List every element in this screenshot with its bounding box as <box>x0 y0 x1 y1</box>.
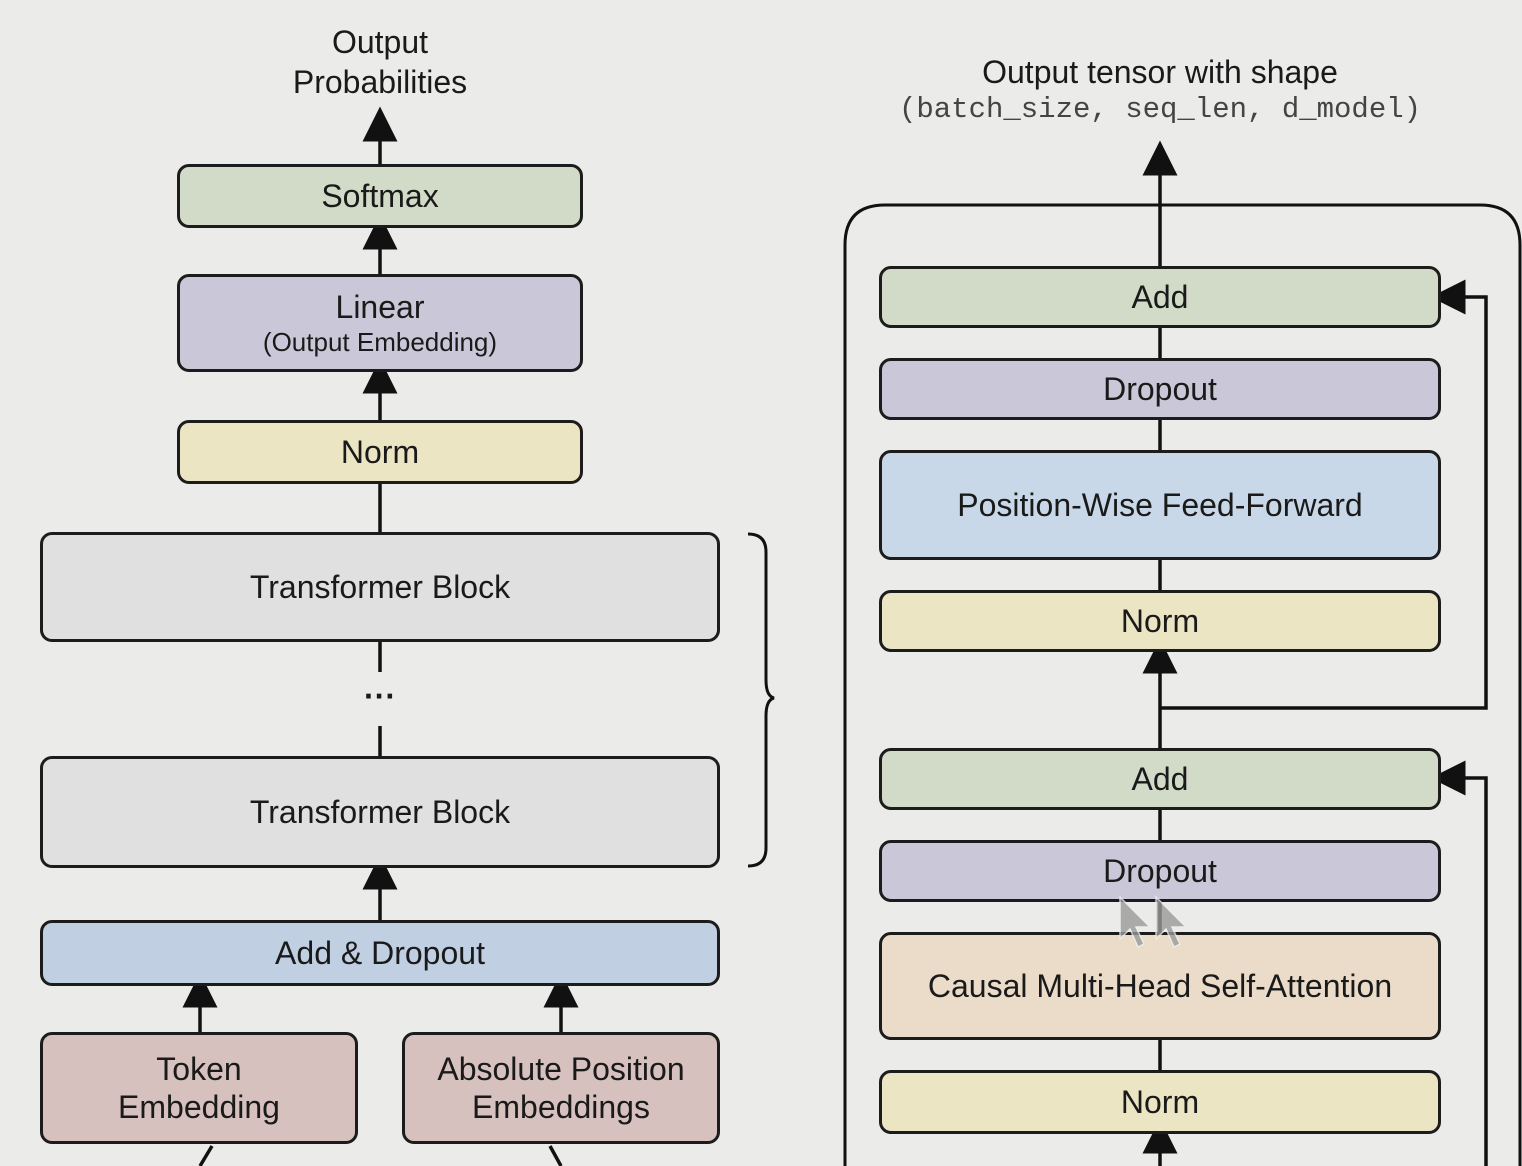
output-tensor-label: Output tensor with shape (batch_size, se… <box>850 52 1470 128</box>
dropout-label: Dropout <box>1103 852 1217 889</box>
add-dropout-label: Add & Dropout <box>275 934 485 971</box>
dropout-box-top[interactable]: Dropout <box>879 358 1441 420</box>
output-tensor-title: Output tensor with shape <box>982 54 1338 90</box>
add-label: Add <box>1131 760 1189 797</box>
attention-label: Causal Multi-Head Self-Attention <box>927 967 1393 1004</box>
dropout-label: Dropout <box>1103 370 1217 407</box>
position-embeddings-box[interactable]: Absolute Position Embeddings <box>402 1032 720 1144</box>
position-embeddings-line2: Embeddings <box>472 1089 650 1125</box>
block-container <box>843 203 1522 1166</box>
add-box-top[interactable]: Add <box>879 266 1441 328</box>
softmax-label: Softmax <box>321 177 439 214</box>
output-label-line1: Output <box>331 24 429 60</box>
add-box-bottom[interactable]: Add <box>879 748 1441 810</box>
add-dropout-box[interactable]: Add & Dropout <box>40 920 720 986</box>
linear-box[interactable]: Linear (Output Embedding) <box>177 274 583 372</box>
output-probabilities-label: Output Probabilities <box>230 22 530 102</box>
token-embedding-line2: Embedding <box>118 1089 280 1125</box>
output-label-line2: Probabilities <box>292 64 468 100</box>
transformer-block-top[interactable]: Transformer Block <box>40 532 720 642</box>
token-embedding-line1: Token <box>156 1050 242 1087</box>
norm-box-top[interactable]: Norm <box>879 590 1441 652</box>
input-token-line <box>198 1145 214 1166</box>
ellipsis: ··· <box>364 678 396 714</box>
norm-box-bottom[interactable]: Norm <box>879 1070 1441 1134</box>
residual-top <box>1160 279 1488 710</box>
feed-forward-box[interactable]: Position-Wise Feed-Forward <box>879 450 1441 560</box>
dropout-box-bottom[interactable]: Dropout <box>879 840 1441 902</box>
norm-label: Norm <box>340 433 420 470</box>
transformer-block-bottom[interactable]: Transformer Block <box>40 756 720 868</box>
add-label: Add <box>1131 278 1189 315</box>
position-embeddings-line1: Absolute Position <box>437 1050 685 1087</box>
output-tensor-shape: (batch_size, seq_len, d_model) <box>898 93 1422 126</box>
norm-label: Norm <box>1120 1083 1200 1120</box>
attention-box[interactable]: Causal Multi-Head Self-Attention <box>879 932 1441 1040</box>
softmax-box[interactable]: Softmax <box>177 164 583 228</box>
linear-label: Linear <box>335 289 425 326</box>
brace <box>747 532 775 868</box>
norm-label: Norm <box>1120 602 1200 639</box>
linear-sublabel: (Output Embedding) <box>262 326 498 357</box>
transformer-block-label: Transformer Block <box>249 793 511 830</box>
norm-box[interactable]: Norm <box>177 420 583 484</box>
residual-bottom <box>1430 760 1488 1166</box>
input-pos-line <box>548 1145 563 1166</box>
transformer-block-label: Transformer Block <box>249 568 511 605</box>
mouse-cursor-icon <box>1119 895 1188 949</box>
feed-forward-label: Position-Wise Feed-Forward <box>957 486 1363 523</box>
token-embedding-box[interactable]: Token Embedding <box>40 1032 358 1144</box>
